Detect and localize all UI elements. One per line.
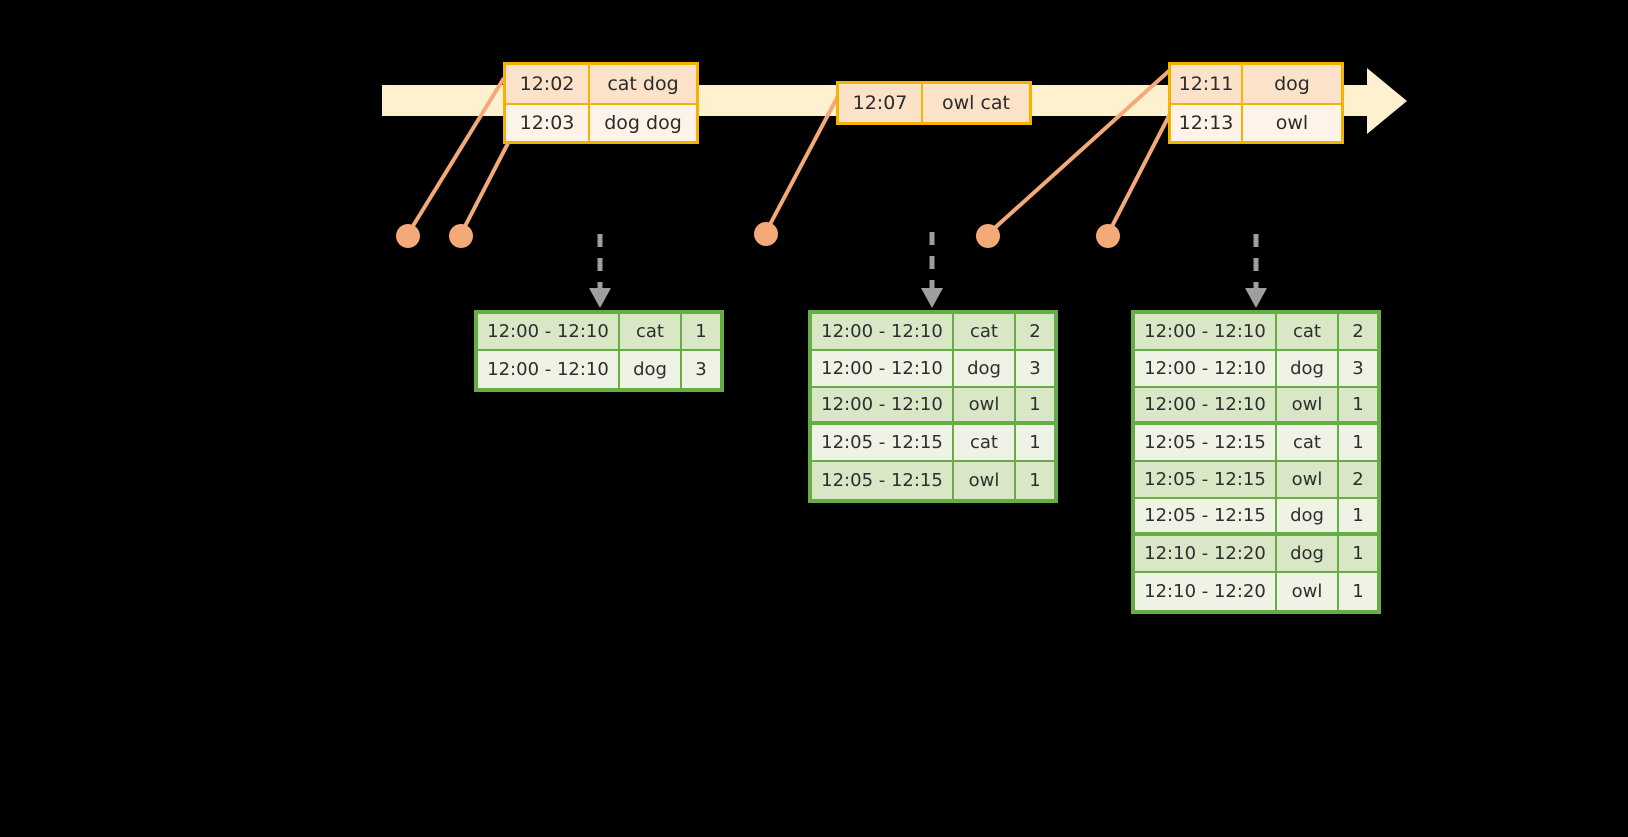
event-row: 12:07 owl cat	[839, 84, 1029, 122]
event-time: 12:03	[506, 105, 590, 141]
window-cell: 12:00 - 12:10	[812, 388, 954, 421]
event-row: 12:02 cat dog	[506, 65, 696, 103]
connector-dot-1	[396, 224, 420, 248]
event-time: 12:13	[1171, 105, 1243, 141]
connector-dot-4	[976, 224, 1000, 248]
key-cell: cat	[1277, 314, 1339, 349]
key-cell: owl	[1277, 573, 1339, 610]
count-cell: 3	[1339, 351, 1377, 386]
event-payload: dog dog	[590, 105, 696, 141]
key-cell: dog	[620, 351, 682, 388]
key-cell: dog	[954, 351, 1016, 386]
window-cell: 12:05 - 12:15	[1135, 425, 1277, 460]
window-cell: 12:10 - 12:20	[1135, 536, 1277, 571]
connector-dot-2	[449, 224, 473, 248]
event-row: 12:13 owl	[1171, 103, 1341, 141]
event-payload: cat dog	[590, 65, 696, 103]
event-row: 12:11 dog	[1171, 65, 1341, 103]
connector-dot-5	[1096, 224, 1120, 248]
key-cell: dog	[1277, 536, 1339, 571]
key-cell: cat	[620, 314, 682, 349]
count-cell: 1	[1339, 573, 1377, 610]
window-cell: 12:00 - 12:10	[812, 314, 954, 349]
event-time: 12:11	[1171, 65, 1243, 103]
count-cell: 3	[1016, 351, 1054, 386]
count-cell: 1	[1339, 425, 1377, 460]
count-cell: 2	[1339, 462, 1377, 497]
event-box-3[interactable]: 12:11 dog 12:13 owl	[1168, 62, 1344, 144]
window-cell: 12:05 - 12:15	[1135, 499, 1277, 532]
window-cell: 12:00 - 12:10	[1135, 388, 1277, 421]
window-cell: 12:00 - 12:10	[478, 314, 620, 349]
window-cell: 12:00 - 12:10	[1135, 314, 1277, 349]
count-cell: 2	[1339, 314, 1377, 349]
window-cell: 12:05 - 12:15	[1135, 462, 1277, 497]
key-cell: cat	[1277, 425, 1339, 460]
event-payload: owl cat	[923, 84, 1029, 122]
count-cell: 1	[1016, 388, 1054, 421]
count-cell: 1	[1016, 425, 1054, 460]
connector-dot-3	[754, 222, 778, 246]
window-cell: 12:05 - 12:15	[812, 425, 954, 460]
event-time: 12:07	[839, 84, 923, 122]
window-cell: 12:10 - 12:20	[1135, 573, 1277, 610]
key-cell: owl	[954, 462, 1016, 499]
key-cell: dog	[1277, 351, 1339, 386]
window-cell: 12:05 - 12:15	[812, 462, 954, 499]
count-cell: 1	[1016, 462, 1054, 499]
event-box-1[interactable]: 12:02 cat dog 12:03 dog dog	[503, 62, 699, 144]
window-cell: 12:00 - 12:10	[1135, 351, 1277, 386]
key-cell: cat	[954, 314, 1016, 349]
count-cell: 3	[682, 351, 720, 388]
window-cell: 12:00 - 12:10	[812, 351, 954, 386]
event-time: 12:02	[506, 65, 590, 103]
count-cell: 2	[1016, 314, 1054, 349]
count-cell: 1	[682, 314, 720, 349]
key-cell: cat	[954, 425, 1016, 460]
key-cell: owl	[1277, 388, 1339, 421]
window-cell: 12:00 - 12:10	[478, 351, 620, 388]
count-cell: 1	[1339, 499, 1377, 532]
key-cell: owl	[954, 388, 1016, 421]
event-box-2[interactable]: 12:07 owl cat	[836, 81, 1032, 125]
key-cell: dog	[1277, 499, 1339, 532]
key-cell: owl	[1277, 462, 1339, 497]
timeline-arrowhead-icon	[1367, 68, 1407, 134]
event-row: 12:03 dog dog	[506, 103, 696, 141]
event-payload: dog	[1243, 65, 1341, 103]
event-payload: owl	[1243, 105, 1341, 141]
count-cell: 1	[1339, 388, 1377, 421]
count-cell: 1	[1339, 536, 1377, 571]
